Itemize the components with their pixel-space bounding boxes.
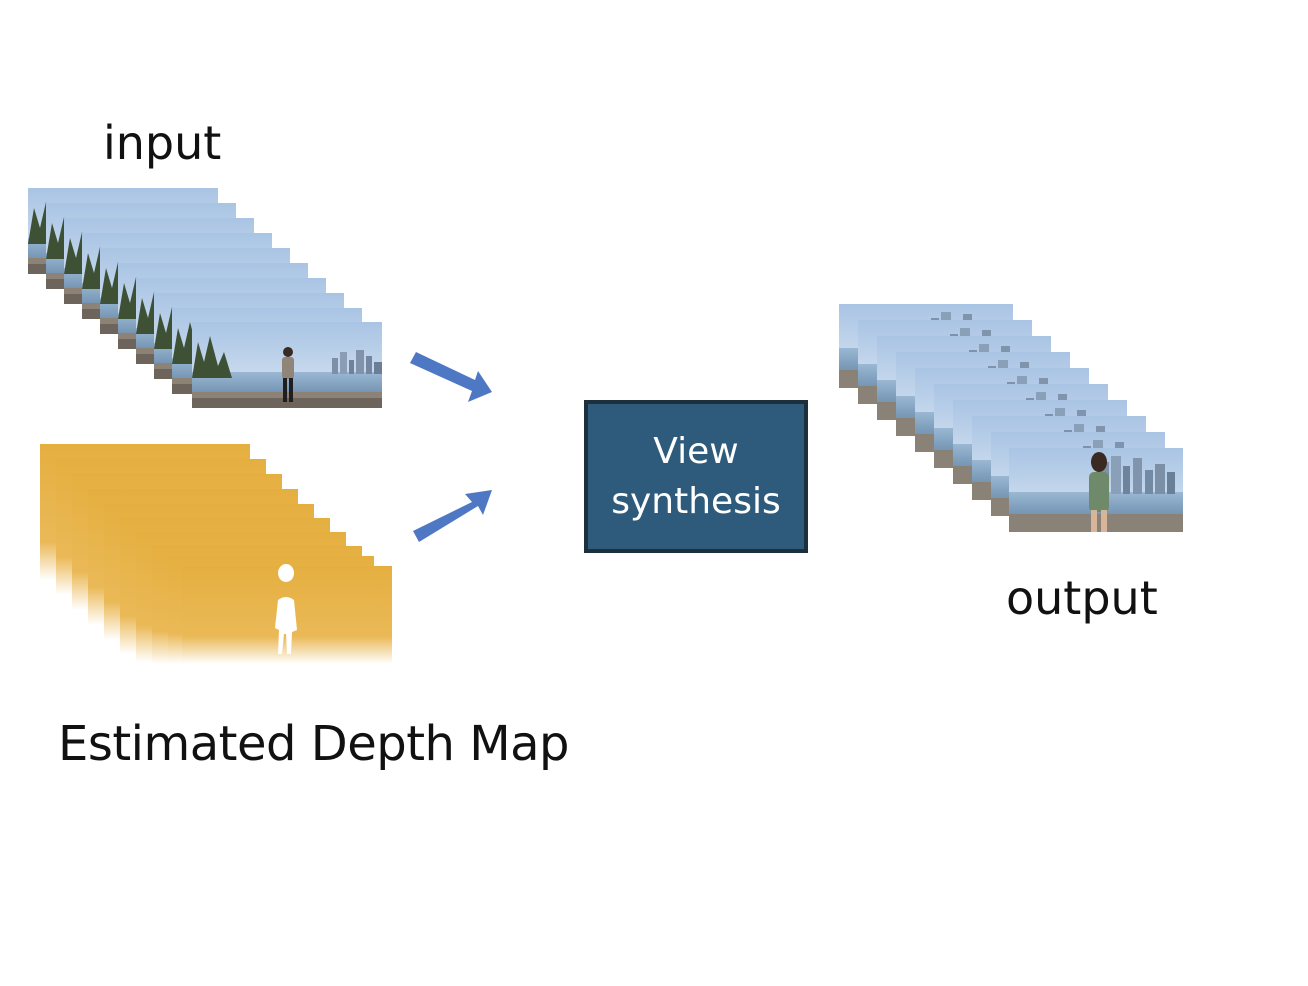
person-figure-output — [1089, 452, 1109, 532]
input-frame-stack — [28, 188, 382, 408]
depth-map-label: Estimated Depth Map — [58, 716, 570, 772]
person-figure — [282, 347, 294, 402]
depth-map-stack — [40, 444, 392, 664]
view-synthesis-label: View synthesis — [611, 430, 781, 522]
arrow-input-to-synthesis — [410, 352, 492, 402]
input-label: input — [103, 116, 222, 170]
output-label: output — [1006, 571, 1158, 625]
view-synthesis-box: View synthesis — [584, 400, 808, 553]
person-silhouette — [275, 564, 297, 654]
output-frame-stack — [839, 304, 1183, 532]
arrow-depth-to-synthesis — [413, 490, 492, 542]
